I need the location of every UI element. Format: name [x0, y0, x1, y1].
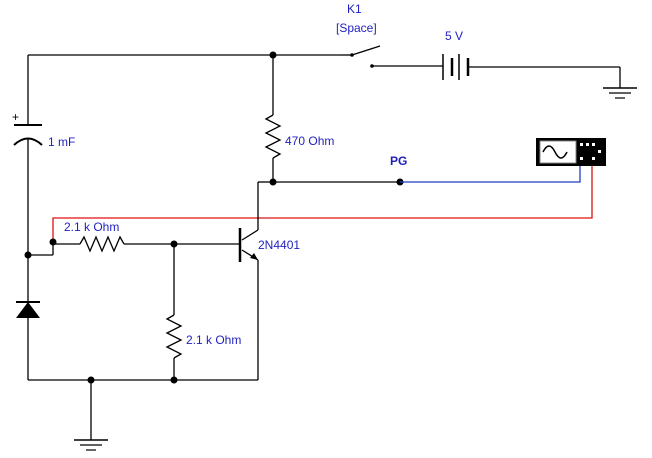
switch-k1[interactable] — [340, 45, 440, 68]
resistor-base — [28, 235, 174, 256]
resistor-bias — [165, 240, 183, 380]
oscilloscope-icon[interactable] — [536, 138, 606, 166]
battery-label: 5 V — [445, 29, 463, 43]
transistor-2n4401 — [238, 181, 273, 380]
probe-wire-blue — [400, 165, 581, 183]
top-rail-wire — [27, 54, 340, 125]
capacitor-label: 1 mF — [48, 135, 75, 149]
resistor-collector — [264, 55, 282, 182]
capacitor-polarity: + — [12, 110, 19, 124]
diode-icon — [16, 255, 40, 380]
transistor-label: 2N4401 — [258, 238, 300, 252]
switch-name-label: K1 — [347, 2, 362, 16]
ground-icon — [603, 67, 637, 99]
resistor-collector-label: 470 Ohm — [285, 134, 334, 148]
junction-node — [170, 376, 178, 384]
ground-icon — [74, 380, 108, 451]
probe-wire-red — [52, 165, 593, 242]
probe-label: PG — [390, 154, 407, 168]
resistor-bias-label: 2.1 k Ohm — [186, 333, 241, 347]
switch-key-label: [Space] — [336, 21, 377, 35]
capacitor-1mf — [13, 124, 43, 255]
resistor-base-label: 2.1 k Ohm — [64, 220, 119, 234]
junction-node — [49, 238, 57, 246]
battery-5v — [440, 54, 620, 80]
